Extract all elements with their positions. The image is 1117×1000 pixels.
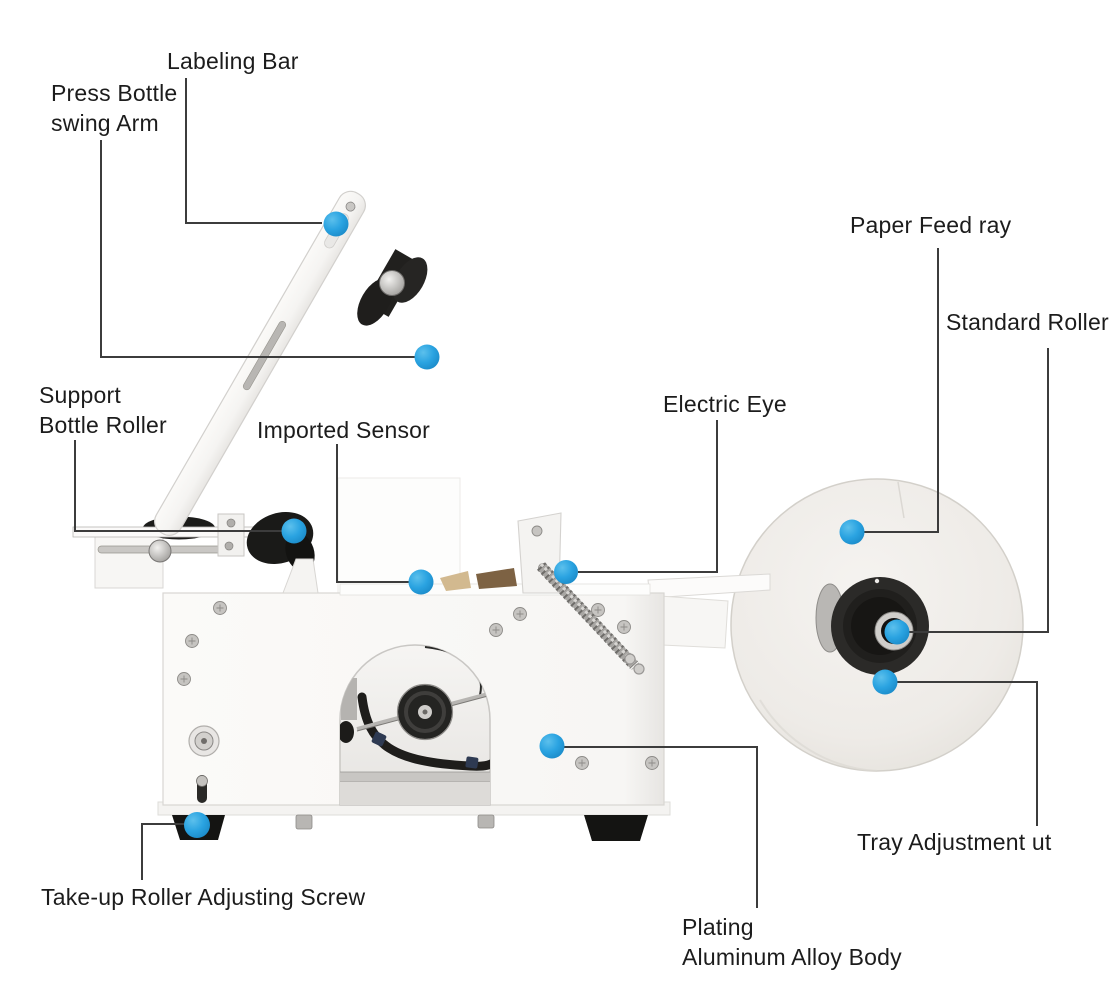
dot-imported-sensor: [408, 569, 434, 595]
adjust-knob: [148, 539, 172, 563]
callout-line: Aluminum Alloy Body: [682, 944, 902, 970]
callout-support-bottle-roller: Support Bottle Roller: [39, 380, 167, 440]
callout-imported-sensor: Imported Sensor: [257, 417, 431, 443]
arm-roller: [357, 249, 428, 326]
leader-support-bottle-roller: [74, 440, 282, 532]
callout-line: Press Bottle: [51, 80, 178, 106]
leader-take-up-roller-adjusting-screw: [141, 823, 185, 880]
back-panel: [337, 477, 461, 595]
label-paper-tan: [440, 571, 471, 591]
top-angled-bracket: [282, 558, 319, 594]
paper-feed-tray: [647, 573, 771, 649]
machine-foot-cylinder: [477, 814, 495, 829]
dot-take-up-roller-adjusting-screw: [184, 812, 210, 838]
label-paper-brown: [476, 568, 517, 589]
callout-standard-roller: Standard Roller: [946, 309, 1109, 335]
callout-press-bottle-swing-arm: Press Bottle swing Arm: [51, 78, 177, 138]
arm-tip-screw: [345, 201, 356, 212]
machine-foot-right: [584, 815, 648, 841]
support-bottle-roller-assembly: [72, 512, 315, 589]
arch-interior: [340, 646, 490, 805]
cable-port: [188, 725, 220, 757]
callout-labeling-bar: Labeling Bar: [167, 48, 299, 74]
dot-press-bottle-swing-arm: [414, 344, 440, 370]
leader-imported-sensor: [336, 444, 409, 583]
dot-paper-feed-tray: [839, 519, 865, 545]
callout-tray-adjustment-nut: Tray Adjustment ut: [857, 829, 1052, 855]
leader-press-bottle-swing-arm: [100, 140, 415, 358]
dot-standard-roller: [884, 619, 910, 645]
dot-labeling-bar: [323, 211, 349, 237]
callout-plating-aluminum-alloy-body: Plating Aluminum Alloy Body: [682, 912, 902, 972]
callout-paper-feed-tray: Paper Feed ray: [850, 212, 1012, 238]
machine-body: [157, 558, 671, 841]
arm-roller-knob: [379, 270, 405, 296]
disc-crease: [897, 481, 905, 519]
callout-line: swing Arm: [51, 110, 159, 136]
leader-electric-eye: [578, 420, 718, 573]
leader-lines: [74, 78, 1049, 908]
dot-tray-adjustment-nut: [872, 669, 898, 695]
dot-plating-aluminum-alloy-body: [539, 733, 565, 759]
callout-dots: [184, 211, 910, 838]
body-screws: [177, 601, 659, 770]
internal-rail: [340, 771, 490, 783]
take-up-screw: [196, 775, 208, 803]
leader-plating-aluminum-alloy-body: [564, 746, 758, 908]
machine-foot-cylinder: [295, 814, 313, 830]
leader-paper-feed-tray: [864, 248, 939, 533]
callout-electric-eye: Electric Eye: [663, 391, 787, 417]
dot-electric-eye: [554, 560, 578, 584]
callout-line: Support: [39, 382, 121, 408]
callout-line: Bottle Roller: [39, 412, 167, 438]
callout-take-up-roller-adjusting-screw: Take-up Roller Adjusting Screw: [41, 884, 366, 910]
roll-hub: [815, 577, 929, 675]
callout-line: Plating: [682, 914, 754, 940]
leader-labeling-bar: [185, 78, 322, 224]
leader-tray-adjustment-nut: [897, 681, 1038, 826]
tension-spring: [536, 562, 645, 675]
leader-standard-roller: [909, 348, 1049, 633]
dot-support-bottle-roller: [281, 518, 307, 544]
